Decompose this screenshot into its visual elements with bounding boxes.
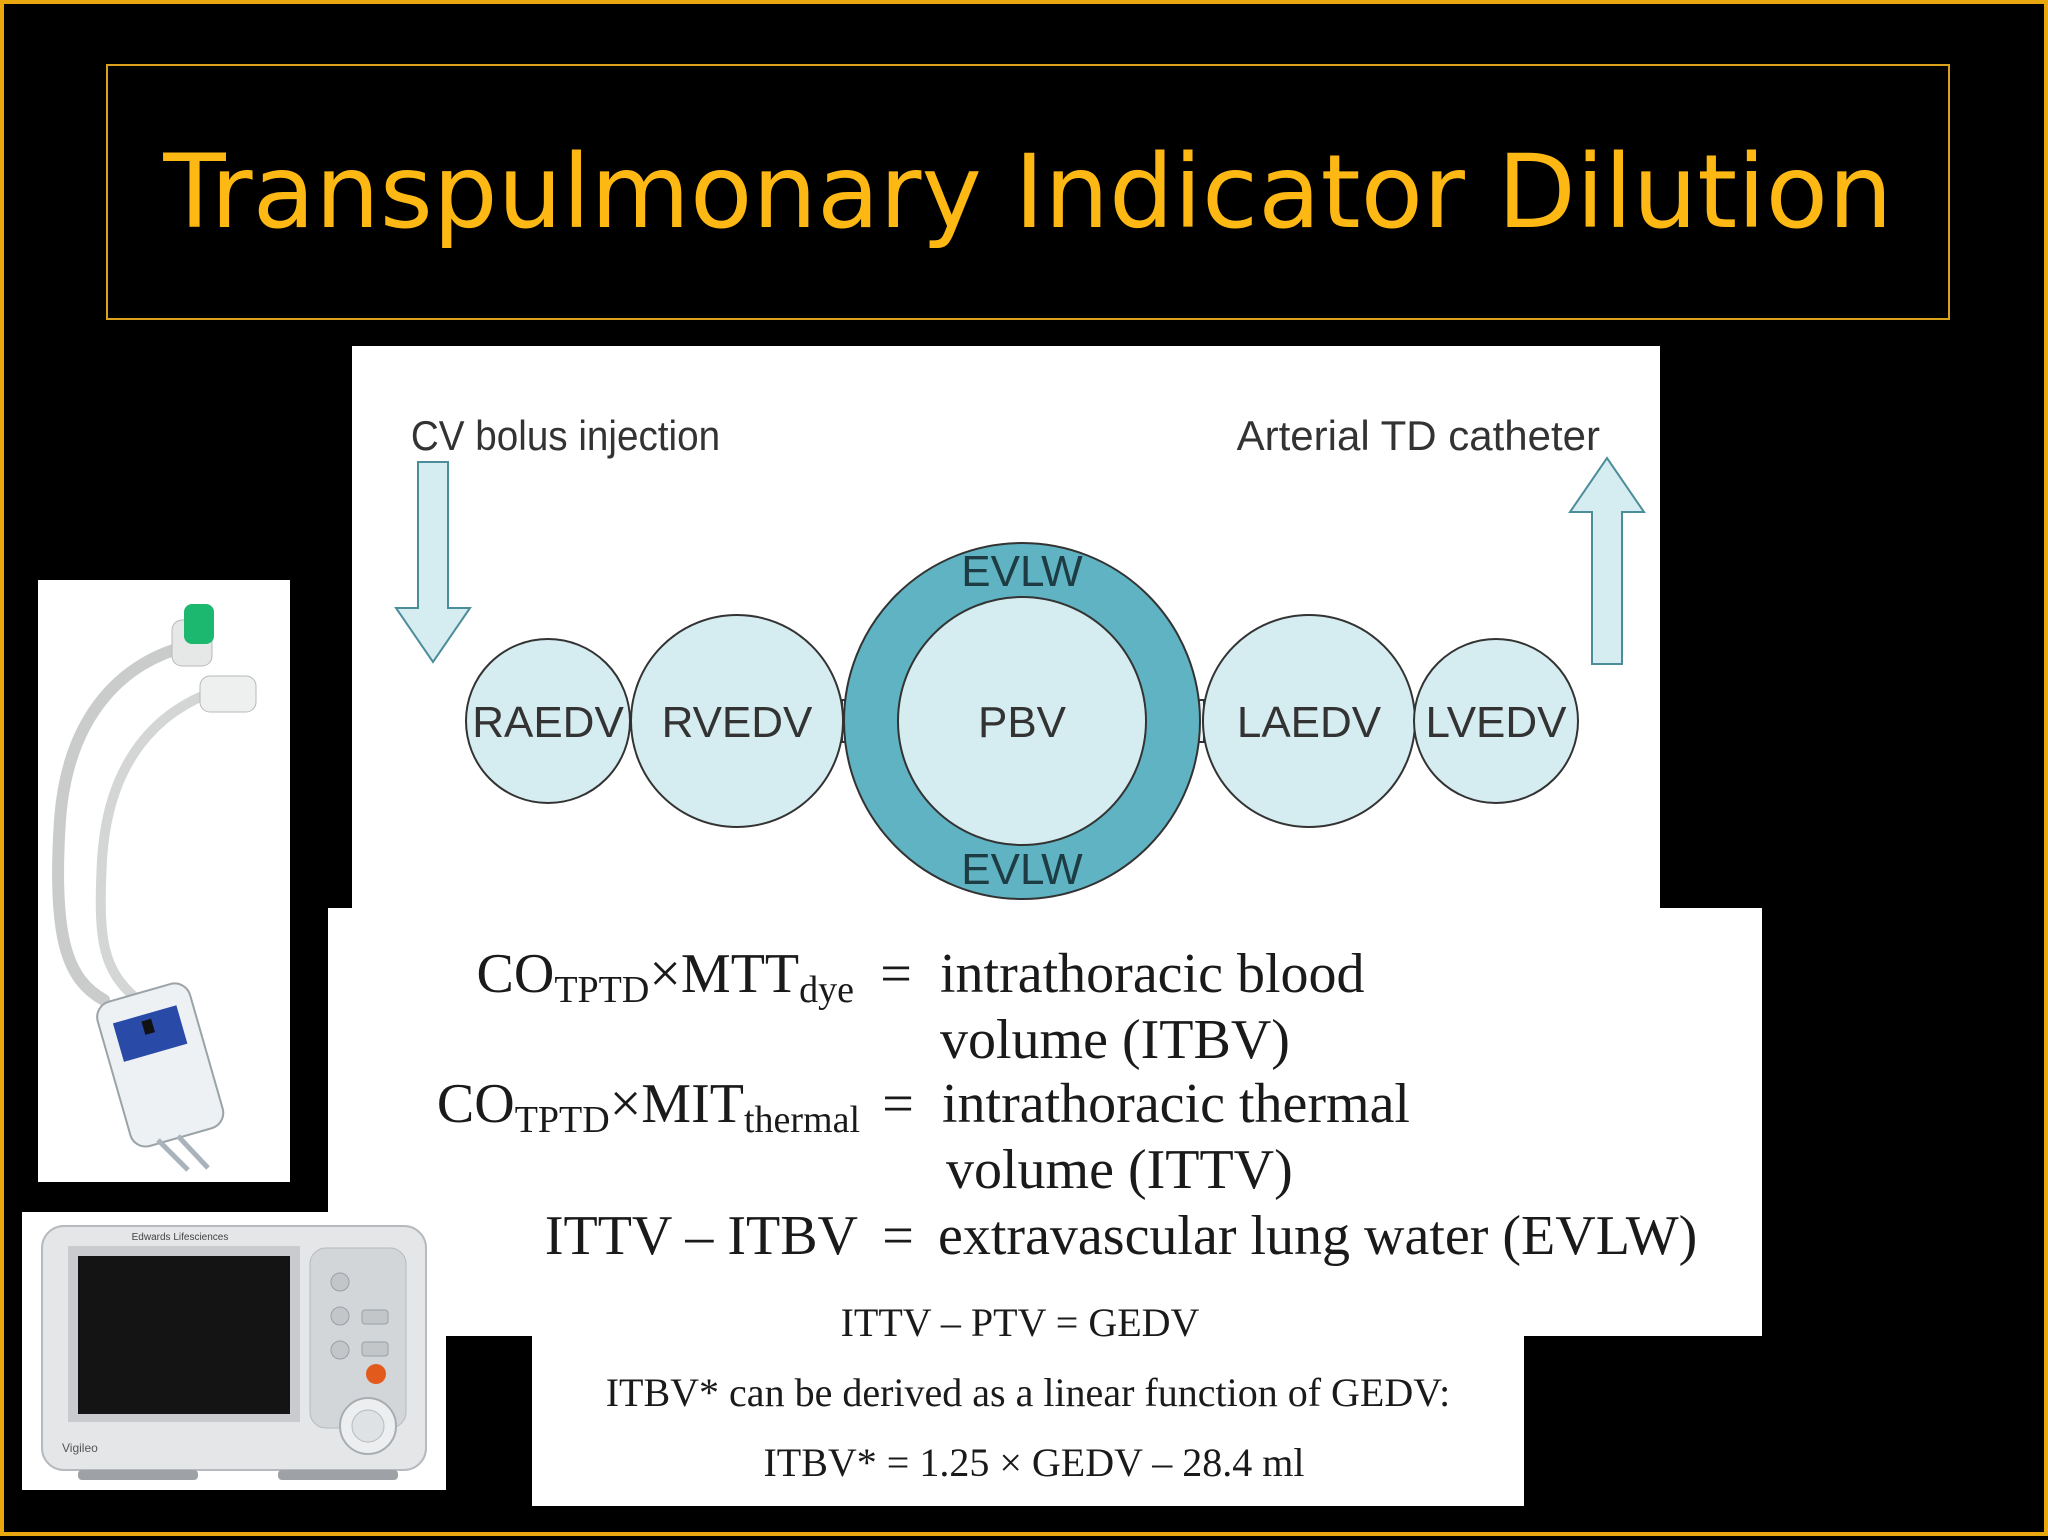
catheter-arrow-icon (1568, 456, 1646, 665)
monitor-foot (78, 1470, 198, 1480)
outflow-label: Arterial TD catheter (1237, 412, 1600, 459)
eq1-lhs: COTPTD×MTTdye (477, 943, 854, 1011)
sensor-housing (96, 982, 225, 1148)
white-connector (199, 675, 257, 713)
gedv-note: ITBV* can be derived as a linear functio… (606, 1370, 1451, 1415)
catheter-tail (156, 1134, 210, 1172)
eq3-rhs: extravascular lung water (EVLW) (938, 1205, 1697, 1267)
eq3-equals: = (882, 1205, 914, 1267)
label-pbv: PBV (978, 698, 1067, 747)
eq2-equals: = (882, 1073, 914, 1135)
equations: COTPTD×MTTdye = intrathoracic blood volu… (437, 943, 1697, 1485)
label-raedv: RAEDV (472, 698, 624, 747)
label-laedv: LAEDV (1237, 698, 1382, 747)
eq3-lhs: ITTV – ITBV (545, 1205, 858, 1267)
equations-panel (328, 908, 1762, 1336)
label-lvedv: LVEDV (1425, 698, 1567, 747)
eq5: ITBV* = 1.25 × GEDV – 28.4 ml (763, 1440, 1304, 1485)
flow-diagram: CV bolus injection Arterial TD catheter … (394, 411, 1646, 900)
monitor-model: Vigileo (62, 1441, 98, 1455)
label-evlw-top: EVLW (961, 547, 1083, 596)
power-button (366, 1364, 386, 1384)
injection-arrow-icon (394, 461, 472, 664)
compartment-pbv (897, 596, 1147, 846)
monitor-screen (78, 1256, 290, 1414)
title-frame: Transpulmonary Indicator Dilution (106, 64, 1950, 320)
eq1-equals: = (880, 943, 912, 1005)
label-evlw-bottom: EVLW (961, 845, 1083, 894)
eq2-lhs: COTPTD×MITthermal (437, 1073, 860, 1141)
eq4: ITTV – PTV = GEDV (841, 1300, 1200, 1345)
control-button (361, 1341, 389, 1357)
control-button (330, 1306, 350, 1326)
monitor-brand: Edwards Lifesciences (132, 1232, 229, 1243)
control-button (330, 1272, 350, 1292)
equations-panel-lower (532, 1324, 1524, 1506)
flow-diagram-panel: CV bolus injection Arterial TD catheter … (352, 346, 1660, 912)
catheter-tube-1 (52, 640, 194, 1006)
eq2-rhs-line2: volume (ITTV) (946, 1139, 1293, 1201)
control-button (361, 1309, 389, 1325)
slide-title: Transpulmonary Indicator Dilution (163, 132, 1893, 252)
inflow-label: CV bolus injection (411, 411, 720, 459)
control-button (330, 1340, 350, 1360)
eq2-rhs-line1: intrathoracic thermal (942, 1073, 1410, 1135)
catheter-image (52, 604, 257, 1172)
navigation-knob-center (351, 1409, 385, 1443)
sensor-mark (141, 1018, 155, 1035)
green-connector-cap (184, 604, 214, 644)
eq1-rhs-line1: intrathoracic blood (940, 943, 1365, 1005)
vigileo-monitor-image: Edwards Lifesciences Vigileo (41, 1225, 427, 1480)
label-rvedv: RVEDV (662, 698, 813, 747)
catheter-tube-2 (95, 685, 223, 1005)
monitor-photo: Edwards Lifesciences Vigileo (22, 1212, 446, 1490)
compartment-lvedv (1413, 638, 1579, 804)
monitor-foot (278, 1470, 398, 1480)
catheter-photo (38, 580, 290, 1182)
eq1-rhs-line2: volume (ITBV) (940, 1009, 1290, 1071)
